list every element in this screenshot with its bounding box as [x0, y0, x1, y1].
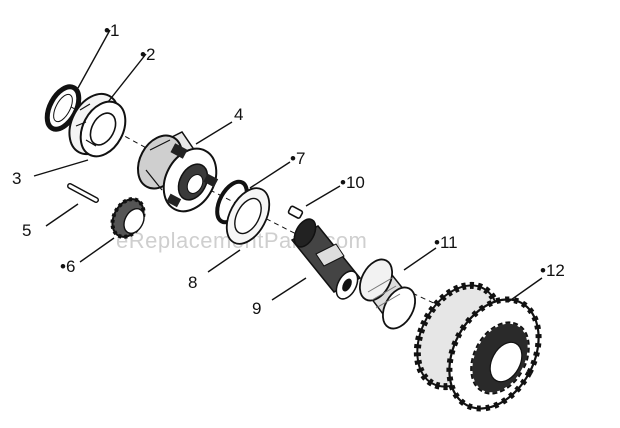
leader-9 [271, 277, 307, 301]
callout-4: 4 [234, 105, 243, 124]
callout-6: •6 [60, 257, 75, 276]
part-11-sleeve[interactable] [353, 254, 421, 334]
part-9-shaft[interactable] [290, 216, 362, 303]
callout-1: •1 [104, 21, 119, 40]
leader-4 [195, 121, 233, 145]
callout-10: •10 [340, 173, 365, 192]
part-12-ring-gear[interactable] [401, 271, 557, 424]
part-2-lock-nut[interactable] [60, 85, 135, 164]
leader-8 [207, 249, 241, 273]
callout-12: •12 [540, 261, 565, 280]
part-5-pin[interactable] [67, 183, 99, 203]
axis-line-middle [209, 189, 301, 237]
callout-7: •7 [290, 149, 305, 168]
leader-3 [33, 159, 89, 177]
callout-11: •11 [434, 233, 458, 252]
leader-5 [45, 203, 79, 227]
callout-8: 8 [188, 273, 197, 292]
part-10-key[interactable] [287, 205, 304, 219]
callout-3: 3 [12, 169, 21, 188]
leader-10 [305, 185, 341, 207]
callout-5: 5 [22, 221, 31, 240]
leader-1 [77, 29, 111, 89]
leader-6 [79, 237, 115, 263]
leader-11 [403, 247, 437, 271]
part-6-pinion-gear[interactable] [106, 194, 150, 242]
axis-line-upper [61, 101, 151, 151]
part-4-clutch-body[interactable] [129, 128, 226, 221]
leader-12 [507, 277, 543, 303]
callout-9: 9 [252, 299, 261, 318]
leader-7 [249, 161, 291, 189]
callout-2: •2 [140, 45, 155, 64]
leader-2 [107, 53, 147, 103]
part-8-thrust-washer[interactable] [218, 181, 278, 251]
